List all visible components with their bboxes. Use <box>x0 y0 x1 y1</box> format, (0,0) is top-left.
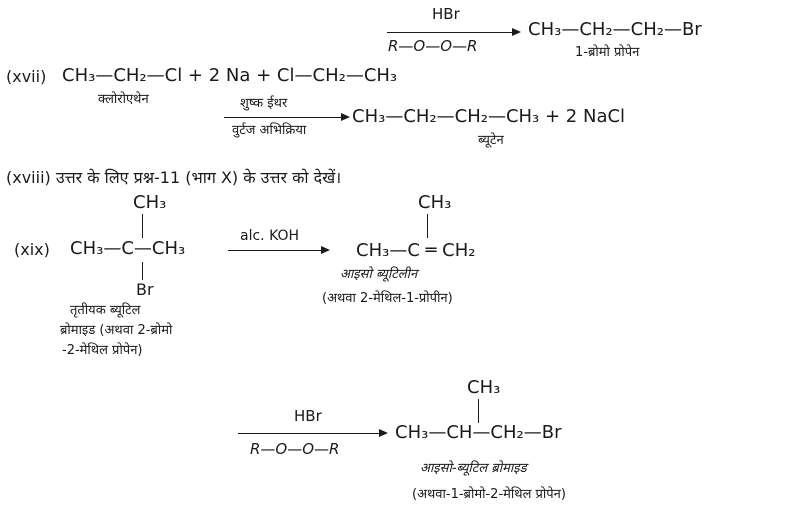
r19-reactant-name-3: -2-मेथिल प्रोपेन) <box>62 343 143 358</box>
r20-product-alt-name: (अथवा-1-ब्रोमो-2-मेथिल प्रोपेन) <box>412 487 566 502</box>
r19-product: CH₃—C ═ CH₂ <box>356 240 476 261</box>
r17-arrow <box>224 111 350 123</box>
r19-product-name: आइसो ब्यूटिलीन <box>340 267 418 282</box>
r19-number: (xix) <box>14 240 50 259</box>
r20-arrow <box>238 427 388 439</box>
r17-condition-bottom: वुर्टज अभिक्रिया <box>232 123 307 138</box>
r19-top-bond <box>142 214 144 238</box>
r1-condition: R—O—O—R <box>388 37 478 55</box>
r19-reactant-name-2: ब्रोमाइड (अथवा 2-ब्रोमो <box>60 323 173 338</box>
r17-reactant-name: क्लोरोएथेन <box>98 92 149 107</box>
r17-product-name: ब्यूटेन <box>478 133 504 148</box>
r19-bottom-group: Br <box>136 280 154 299</box>
r17-product: CH₃—CH₂—CH₂—CH₃ + 2 NaCl <box>352 106 626 127</box>
r18-text: (xviii) उत्तर के लिए प्रश्न-11 (भाग X) क… <box>6 168 342 187</box>
r17-number: (xvii) <box>6 67 47 86</box>
r19-product-alt-name: (अथवा 2-मेथिल-1-प्रोपीन) <box>322 291 453 306</box>
r19-reagent: alc. KOH <box>240 228 300 244</box>
r19-arrow <box>228 244 330 256</box>
r1-arrow <box>387 26 521 38</box>
r1-product-name: 1-ब्रोमो प्रोपेन <box>575 45 640 60</box>
r1-product: CH₃—CH₂—CH₂—Br <box>528 19 702 40</box>
r20-condition: R—O—O—R <box>250 440 340 458</box>
r19-reactant-name-1: तृतीयक ब्यूटिल <box>70 303 141 318</box>
r20-product: CH₃—CH—CH₂—Br <box>395 422 562 443</box>
r20-reagent: HBr <box>294 407 322 425</box>
r19-product-top-group: CH₃ <box>418 192 452 213</box>
r19-product-bond <box>427 214 429 238</box>
r20-product-name: आइसो-ब्यूटिल ब्रोमाइड <box>420 461 527 476</box>
r17-condition-top: शुष्क ईथर <box>240 96 288 111</box>
r19-main-chain: CH₃—C—CH₃ <box>70 238 186 259</box>
r17-reactants: CH₃—CH₂—Cl + 2 Na + Cl—CH₂—CH₃ <box>62 65 398 86</box>
r20-top-bond <box>478 399 480 423</box>
r19-top-group: CH₃ <box>133 192 167 213</box>
r20-top-group: CH₃ <box>467 377 501 398</box>
r19-bottom-bond <box>142 262 144 280</box>
r1-reagent: HBr <box>432 5 460 23</box>
